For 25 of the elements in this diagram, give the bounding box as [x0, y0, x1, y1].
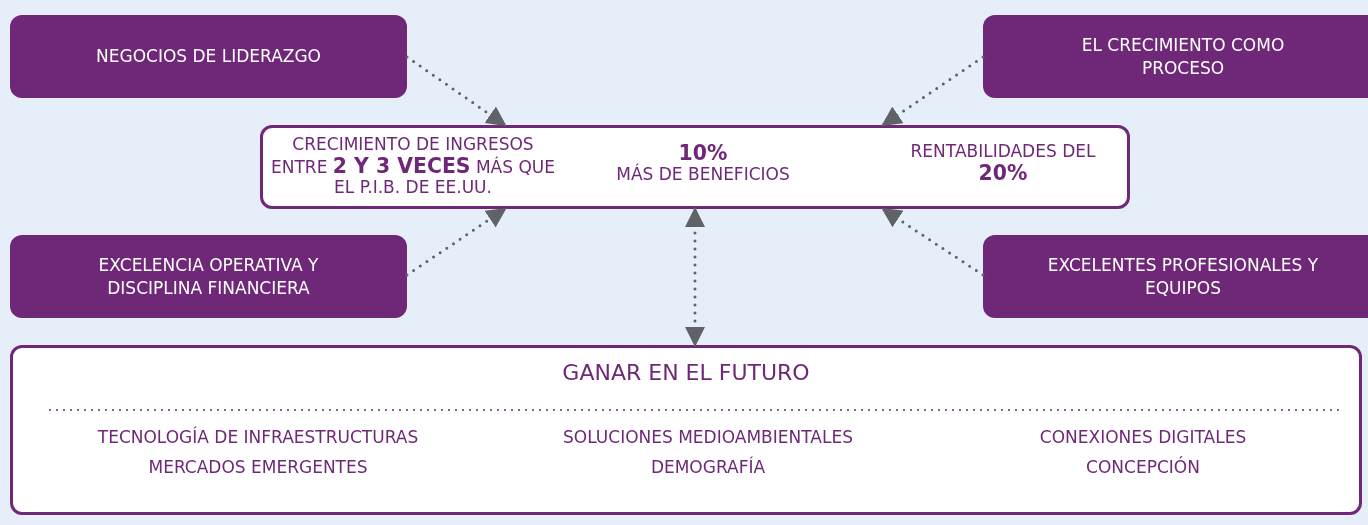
- category-box: [983, 235, 1368, 318]
- arrow: [405, 55, 507, 127]
- label-text: SOLUCIONES MEDIOAMBIENTALES: [562, 428, 854, 448]
- category-box: [10, 235, 407, 318]
- label-text: EXCELENTES PROFESIONALES Y EQUIPOS: [1046, 253, 1320, 300]
- summary-box: [260, 125, 1130, 209]
- category-box: [10, 15, 407, 98]
- label-text: TECNOLOGÍA DE INFRAESTRUCTURAS: [96, 428, 420, 448]
- label-text: CONEXIONES DIGITALES: [1038, 428, 1248, 448]
- label-text: NEGOCIOS DE LIDERAZGO: [96, 45, 321, 68]
- label-text: EL CRECIMIENTO COMO PROCESO: [1080, 33, 1286, 80]
- arrow: [685, 207, 705, 347]
- label-text: MERCADOS EMERGENTES: [147, 458, 369, 478]
- arrow: [881, 207, 985, 277]
- label-text: CONCEPCIÓN: [1085, 458, 1201, 478]
- arrow: [405, 207, 507, 277]
- summary-box: [10, 345, 1362, 515]
- heading-text: GANAR EN EL FUTURO: [561, 360, 811, 386]
- label-text: 10% MÁS DE BENEFICIOS: [615, 142, 791, 185]
- label-text: RENTABILIDADES DEL 20%: [909, 142, 1097, 185]
- arrow: [881, 55, 985, 127]
- label-text: EXCELENCIA OPERATIVA Y DISCIPLINA FINANCIERA: [97, 253, 320, 300]
- label-text: CRECIMIENTO DE INGRESOS ENTRE 2 Y 3 VECES MÁS QUE EL P.I.B. DE EE.UU.: [270, 135, 556, 198]
- category-box: [983, 15, 1368, 98]
- label-text: DEMOGRAFÍA: [649, 458, 767, 478]
